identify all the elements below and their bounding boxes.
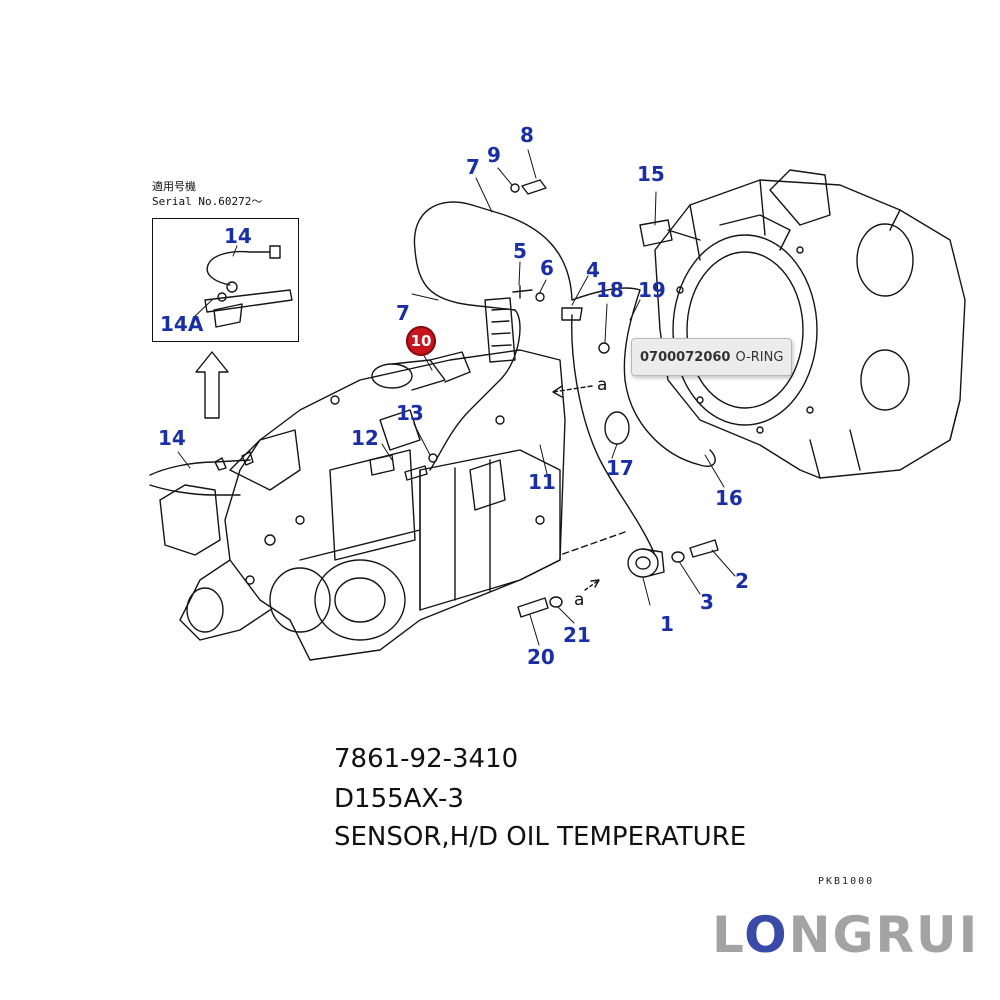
callout-19[interactable]: 19 — [638, 278, 666, 302]
tooltip-part-desc: O-RING — [735, 349, 784, 365]
callout-8[interactable]: 8 — [520, 123, 534, 147]
callout-9[interactable]: 9 — [487, 143, 501, 167]
serial-number: Serial No.60272～ — [152, 194, 263, 208]
caption-model: D155AX-3 — [334, 784, 464, 814]
drawing-code: PKB1000 — [818, 876, 875, 887]
tooltip-part-number: 0700072060 — [640, 349, 731, 365]
callout-15[interactable]: 15 — [637, 162, 665, 186]
callout-21[interactable]: 21 — [563, 623, 591, 647]
caption-description: SENSOR,H/D OIL TEMPERATURE — [334, 822, 747, 852]
harness-7 — [413, 201, 516, 311]
callout-inset-14a[interactable]: 14A — [160, 312, 204, 336]
harness-16 — [571, 287, 656, 556]
section-mark-a-lower: a — [574, 590, 585, 610]
part-tooltip: 0700072060 O-RING — [631, 338, 793, 376]
brand-logo: LONGRUI — [712, 910, 979, 960]
callout-inset-14[interactable]: 14 — [224, 224, 252, 248]
callout-13[interactable]: 13 — [396, 401, 424, 425]
sensor-1 — [627, 539, 719, 578]
serial-jp: 適用号機 — [152, 180, 196, 193]
sensor-block — [371, 297, 516, 391]
cylinder-15 — [639, 219, 673, 247]
callout-7-lower[interactable]: 7 — [396, 301, 410, 325]
transmission-body — [159, 349, 566, 661]
callout-11[interactable]: 11 — [528, 470, 556, 494]
callout-16[interactable]: 16 — [715, 486, 743, 510]
callout-1[interactable]: 1 — [660, 612, 674, 636]
callout-3[interactable]: 3 — [700, 590, 714, 614]
callout-20[interactable]: 20 — [527, 645, 555, 669]
callout-2[interactable]: 2 — [735, 569, 749, 593]
callout-18[interactable]: 18 — [596, 278, 624, 302]
callout-7-upper[interactable]: 7 — [466, 155, 480, 179]
brand-logo-pre: L — [712, 906, 745, 964]
caption-part-number: 7861-92-3410 — [334, 744, 519, 774]
brand-logo-o: O — [744, 906, 789, 964]
converter-housing — [654, 169, 966, 479]
callout-4[interactable]: 4 — [586, 258, 600, 282]
section-mark-a-upper: a — [597, 375, 608, 395]
callout-14[interactable]: 14 — [158, 426, 186, 450]
callout-17[interactable]: 17 — [606, 456, 634, 480]
brand-logo-post: NGRUI — [788, 906, 980, 964]
callout-12[interactable]: 12 — [351, 426, 379, 450]
inset-box — [152, 218, 299, 342]
callout-5[interactable]: 5 — [513, 239, 527, 263]
up-arrow — [195, 351, 229, 419]
serial-label: 適用号機 Serial No.60272～ — [152, 180, 262, 210]
inset-drawing — [204, 245, 293, 328]
highlight-badge-10[interactable]: 10 — [406, 326, 436, 356]
callout-6[interactable]: 6 — [540, 256, 554, 280]
